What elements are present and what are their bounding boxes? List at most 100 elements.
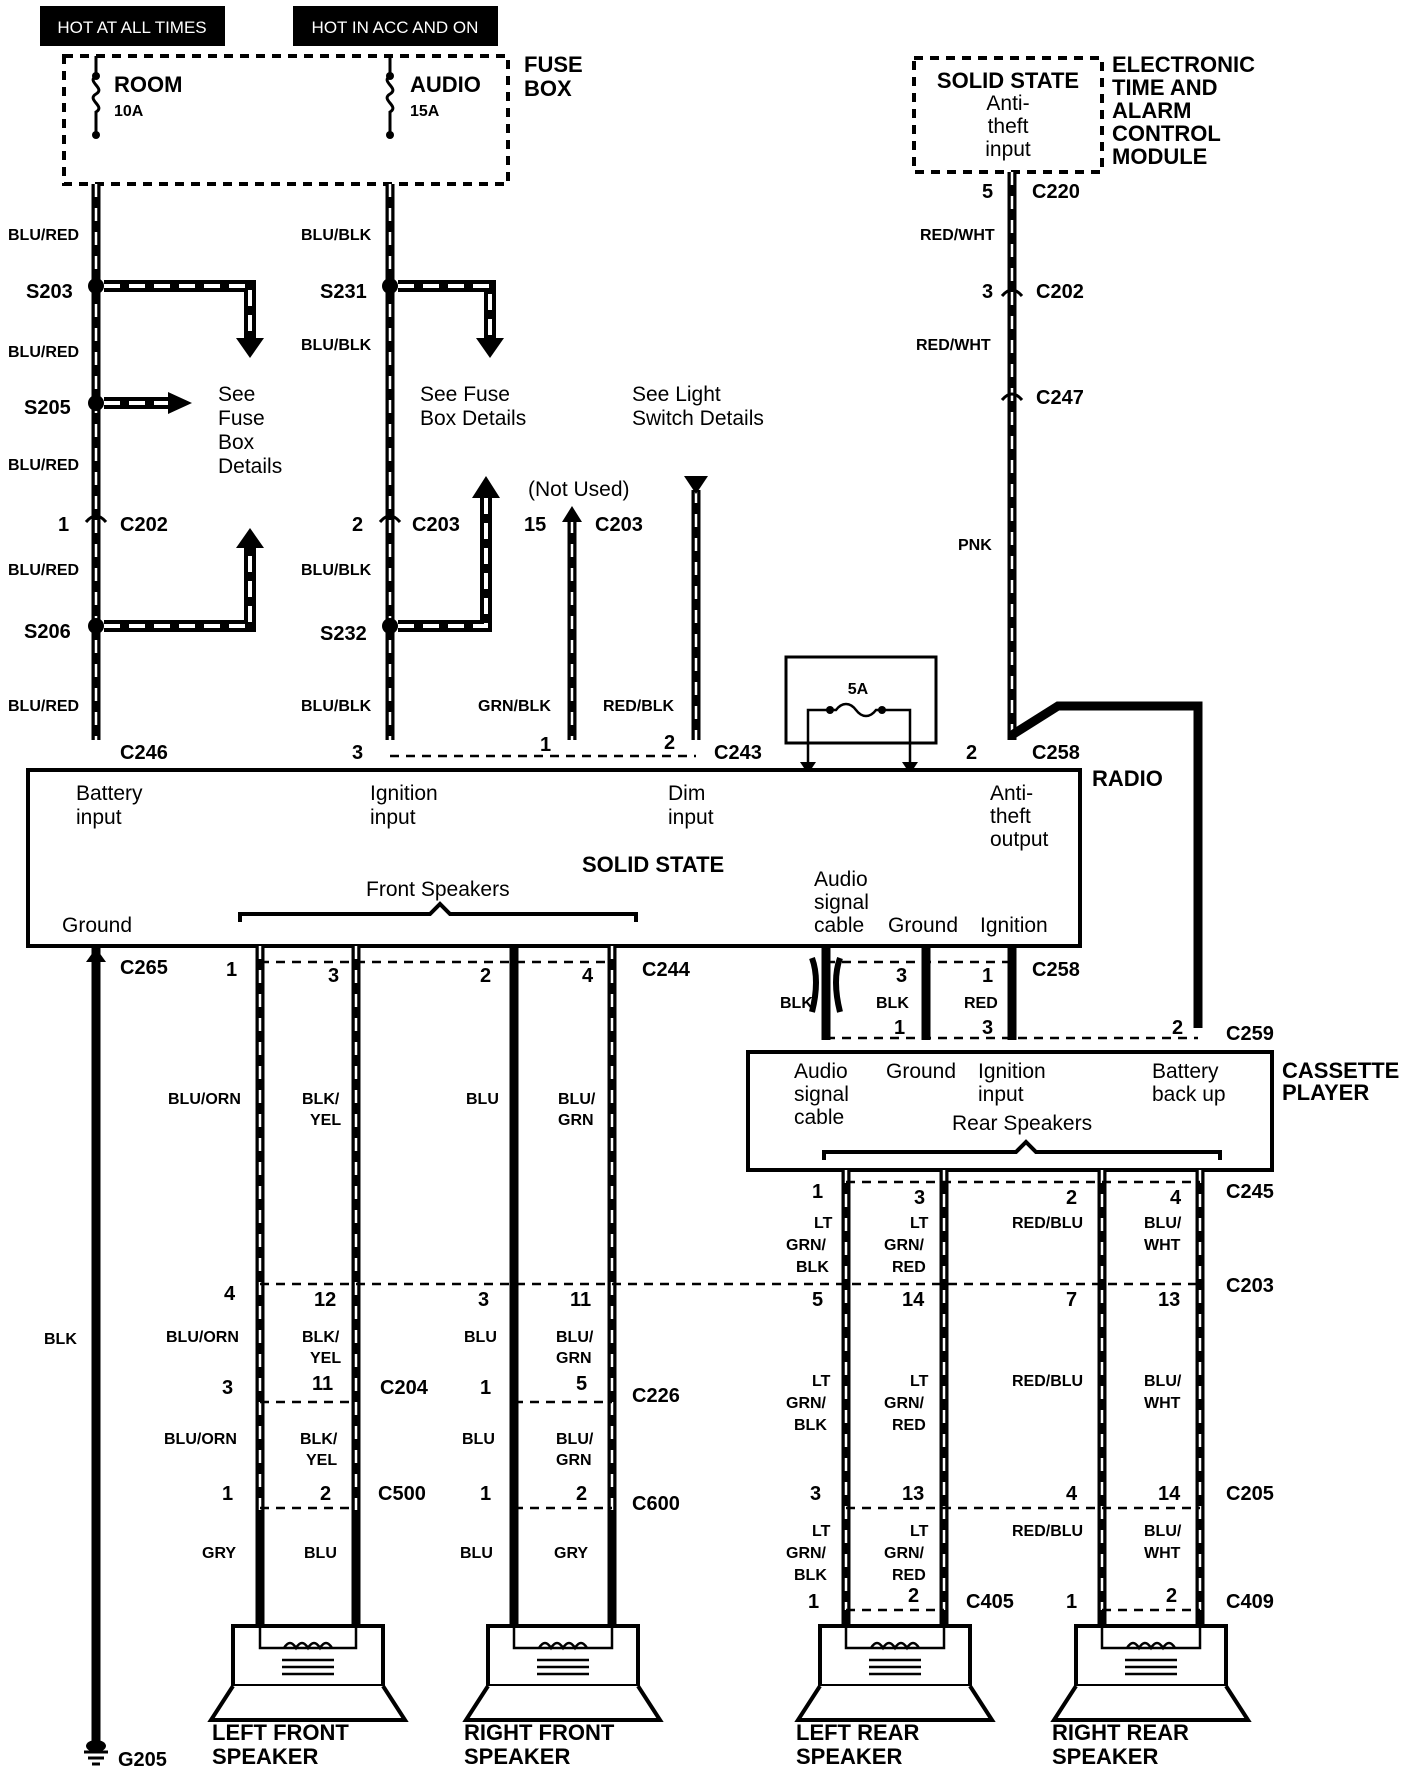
cassette-ignition-2: input [978,1083,1024,1106]
radio-ground: Ground [62,914,132,937]
hot-in-acc-tag [293,6,498,46]
wc-grn-1: GRN/ [786,1237,827,1254]
front-speakers-bracket [238,901,638,922]
splice-s232-label: S232 [320,623,367,645]
radio-audio-signal-1: Audio [814,868,868,891]
wc-blu-grn-3a: BLU/ [556,1431,594,1448]
c203-label: C203 [412,514,460,536]
room-fuse-label: ROOM [114,72,182,97]
splice-s205 [88,395,104,411]
cassette-ignition-1: Ignition [978,1060,1046,1083]
note-see-light-1: See Light [632,383,721,406]
arrow-s206 [104,546,256,632]
cassette-audio-signal-3: cable [794,1106,844,1129]
wc-gry-2: GRY [554,1545,588,1562]
note-see-3: Box [218,431,255,454]
wc-red-part-3: RED [892,1567,926,1584]
wc-blu-wht-2a: BLU/ [1144,1373,1182,1390]
c259-label: C259 [1226,1023,1274,1045]
wc-blu-red-2: BLU/RED [8,344,79,361]
fuse-box-title-2: BOX [524,76,572,101]
cassette-title-2: PLAYER [1282,1080,1369,1105]
right-front-speaker-label-1: RIGHT FRONT [464,1720,615,1745]
radio-audio-signal-2: signal [814,891,869,914]
c226-pin-5: 5 [576,1373,587,1395]
arrow-s203 [104,280,256,340]
wc-blu-grn-2b: GRN [556,1350,592,1367]
c245-pin-2: 2 [1066,1187,1077,1209]
c203-connector-symbol [378,514,402,524]
radio-ignition-input-1: Ignition [370,782,438,805]
c600-pin-2: 2 [576,1483,587,1505]
c226-label: C226 [632,1385,680,1407]
cassette-battery-2: back up [1152,1083,1226,1106]
note-see-1: See [218,383,255,406]
c258-label: C258 [1032,742,1080,764]
wc-red-blk: RED/BLK [603,698,675,715]
radio-box [26,768,1082,948]
wc-blu-blk-4: BLU/BLK [301,698,372,715]
rear-speakers-bracket [822,1139,1222,1160]
c203-pin-2: 2 [352,514,363,536]
radio-ground-2: Ground [888,914,958,937]
wc-blu-wht-3b: WHT [1144,1545,1181,1562]
wc-red-part-2: RED [892,1417,926,1434]
radio-antitheft-3: output [990,828,1049,851]
cassette-title-1: CASSETTE [1282,1058,1399,1083]
c203-pin-4: 4 [224,1283,236,1305]
radio-dim-input-2: input [668,806,714,829]
arrow-head-down-icon [236,338,264,358]
c244-pin-4: 4 [582,965,594,987]
c202-right-pin-3: 3 [982,281,993,303]
wc-blu-wht-2b: WHT [1144,1395,1181,1412]
wc-blu-wht-1a: BLU/ [1144,1215,1182,1232]
etacm-input-2: theft [988,115,1029,138]
c203-pin-13: 13 [1158,1289,1180,1311]
c203-pin-12: 12 [314,1289,336,1311]
c203-pin-5: 5 [812,1289,823,1311]
wc-blu-orn-1: BLU/ORN [168,1091,241,1108]
c202-label: C202 [120,514,168,536]
wc-blk-ground: BLK [44,1331,77,1348]
wc-lt-1: LT [814,1215,833,1232]
left-front-speaker-label-1: LEFT FRONT [212,1720,349,1745]
wc-blu-orn-2: BLU/ORN [166,1329,239,1346]
c203-label-2: C203 [595,514,643,536]
wc-blk-yel-2a: BLK/ [302,1329,340,1346]
note-see-light-2: Switch Details [632,407,764,430]
wc-blu-grn-3b: GRN [556,1452,592,1469]
c205-pin-13: 13 [902,1483,924,1505]
wc-blk-yel-3a: BLK/ [300,1431,338,1448]
etacm-title-2: TIME AND [1112,75,1218,100]
wc-blu-orn-3: BLU/ORN [164,1431,237,1448]
wc-blk-yel-3b: YEL [306,1452,337,1469]
wc-blk-1: BLK [796,1259,829,1276]
arrow-head-up-icon [472,476,500,498]
splice-s206 [88,618,104,634]
wc-blk-yel-1b: YEL [310,1112,341,1129]
c243-pin-1: 1 [540,734,551,756]
c245-pin-1: 1 [812,1181,823,1203]
inline-fuse-rating: 5A [848,681,869,698]
radio-antitheft-1: Anti- [990,782,1033,805]
c600-label: C600 [632,1493,680,1515]
c259-pin-2: 2 [1172,1017,1183,1039]
wire-antitheft-cassette [1007,701,1203,1028]
etacm-title-3: ALARM [1112,98,1191,123]
fuse-box-title-1: FUSE [524,52,583,77]
right-front-speaker-icon [462,1624,664,1722]
splice-s205-label: S205 [24,397,71,419]
c409-pin-2: 2 [1166,1585,1177,1607]
wc-red-part-1: RED [892,1259,926,1276]
wc-blu-grn-1b: GRN [558,1112,594,1129]
wc-blu-blk-1: BLU/BLK [301,227,372,244]
wc-red-wht-1: RED/WHT [920,227,995,244]
wc-red-wht-2: RED/WHT [916,337,991,354]
c202-right-connector-symbol [1000,288,1024,298]
c243-pin-2: 2 [664,732,675,754]
c258-pin-3: 3 [896,965,907,987]
wc-blu-5: BLU [460,1545,493,1562]
cassette-battery-1: Battery [1152,1060,1219,1083]
radio-antitheft-2: theft [990,805,1031,828]
ground-symbol-icon [84,1750,108,1766]
